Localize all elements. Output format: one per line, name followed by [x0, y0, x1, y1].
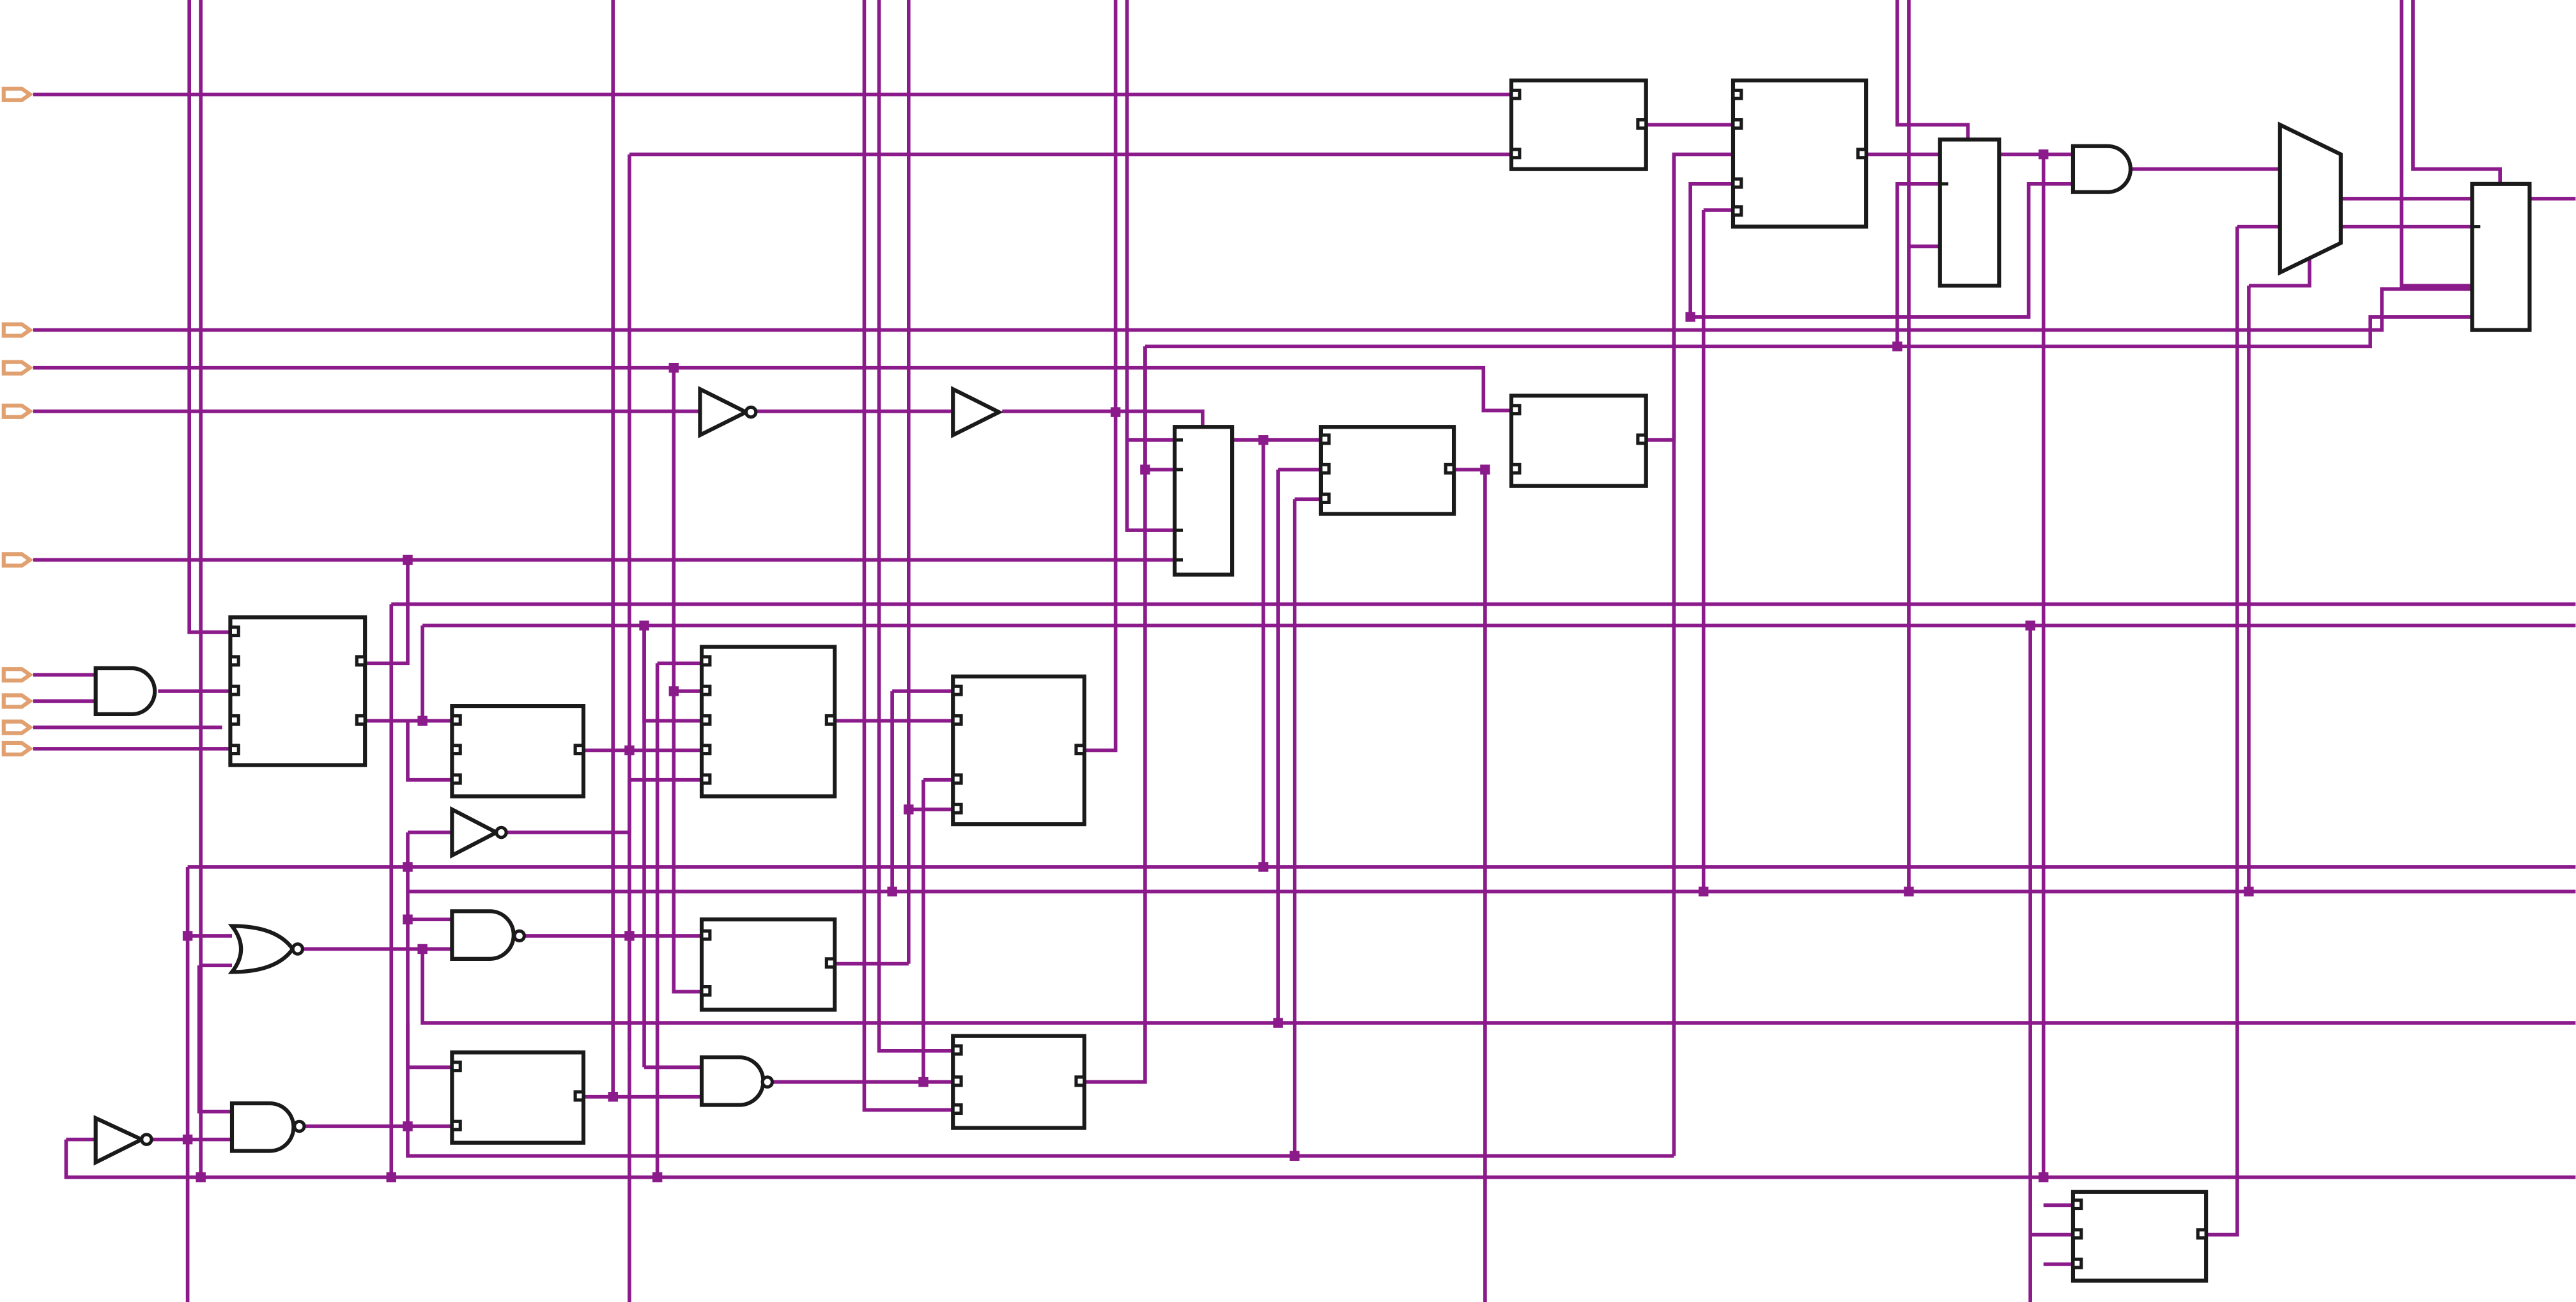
register-cell[interactable]: [699, 645, 837, 799]
register-cell[interactable]: [450, 704, 586, 799]
input-port: [1, 740, 34, 756]
register-cell[interactable]: [951, 674, 1086, 827]
input-port: [1, 667, 34, 683]
register-cell[interactable]: [2071, 1190, 2209, 1283]
input-ports: [1, 86, 34, 756]
register-cell[interactable]: [699, 917, 837, 1012]
inverter-gate[interactable]: [698, 386, 751, 439]
register-cell[interactable]: [1509, 78, 1648, 171]
nand-gate[interactable]: [699, 1055, 766, 1107]
gates: [93, 121, 2343, 1166]
register-cell[interactable]: [951, 1034, 1086, 1130]
buffer-gate[interactable]: [951, 386, 1004, 439]
input-port: [1, 86, 34, 102]
cells: [228, 78, 2532, 1283]
input-port: [1, 719, 34, 735]
input-port: [1, 322, 34, 338]
register-cell[interactable]: [1509, 394, 1648, 488]
register-cell[interactable]: [1938, 137, 2001, 288]
and-gate[interactable]: [93, 666, 157, 717]
nets: [33, 0, 2576, 1302]
register-cell[interactable]: [228, 615, 367, 767]
inverter-gate[interactable]: [450, 806, 501, 859]
register-cell[interactable]: [1318, 425, 1456, 516]
register-cell[interactable]: [2470, 181, 2532, 332]
and-gate[interactable]: [2071, 144, 2133, 194]
nand-gate[interactable]: [229, 1101, 296, 1153]
nor-gate[interactable]: [228, 924, 295, 974]
input-port: [1, 403, 34, 419]
register-cell[interactable]: [1173, 425, 1235, 577]
nand-gate[interactable]: [450, 909, 516, 961]
register-cell[interactable]: [450, 1050, 586, 1145]
input-port: [1, 552, 34, 568]
register-cell[interactable]: [1731, 78, 1869, 229]
junctions: [182, 149, 2254, 1183]
mux-cell[interactable]: [2278, 121, 2343, 276]
input-port: [1, 693, 34, 709]
inverter-gate[interactable]: [93, 1115, 146, 1166]
input-port: [1, 360, 34, 376]
